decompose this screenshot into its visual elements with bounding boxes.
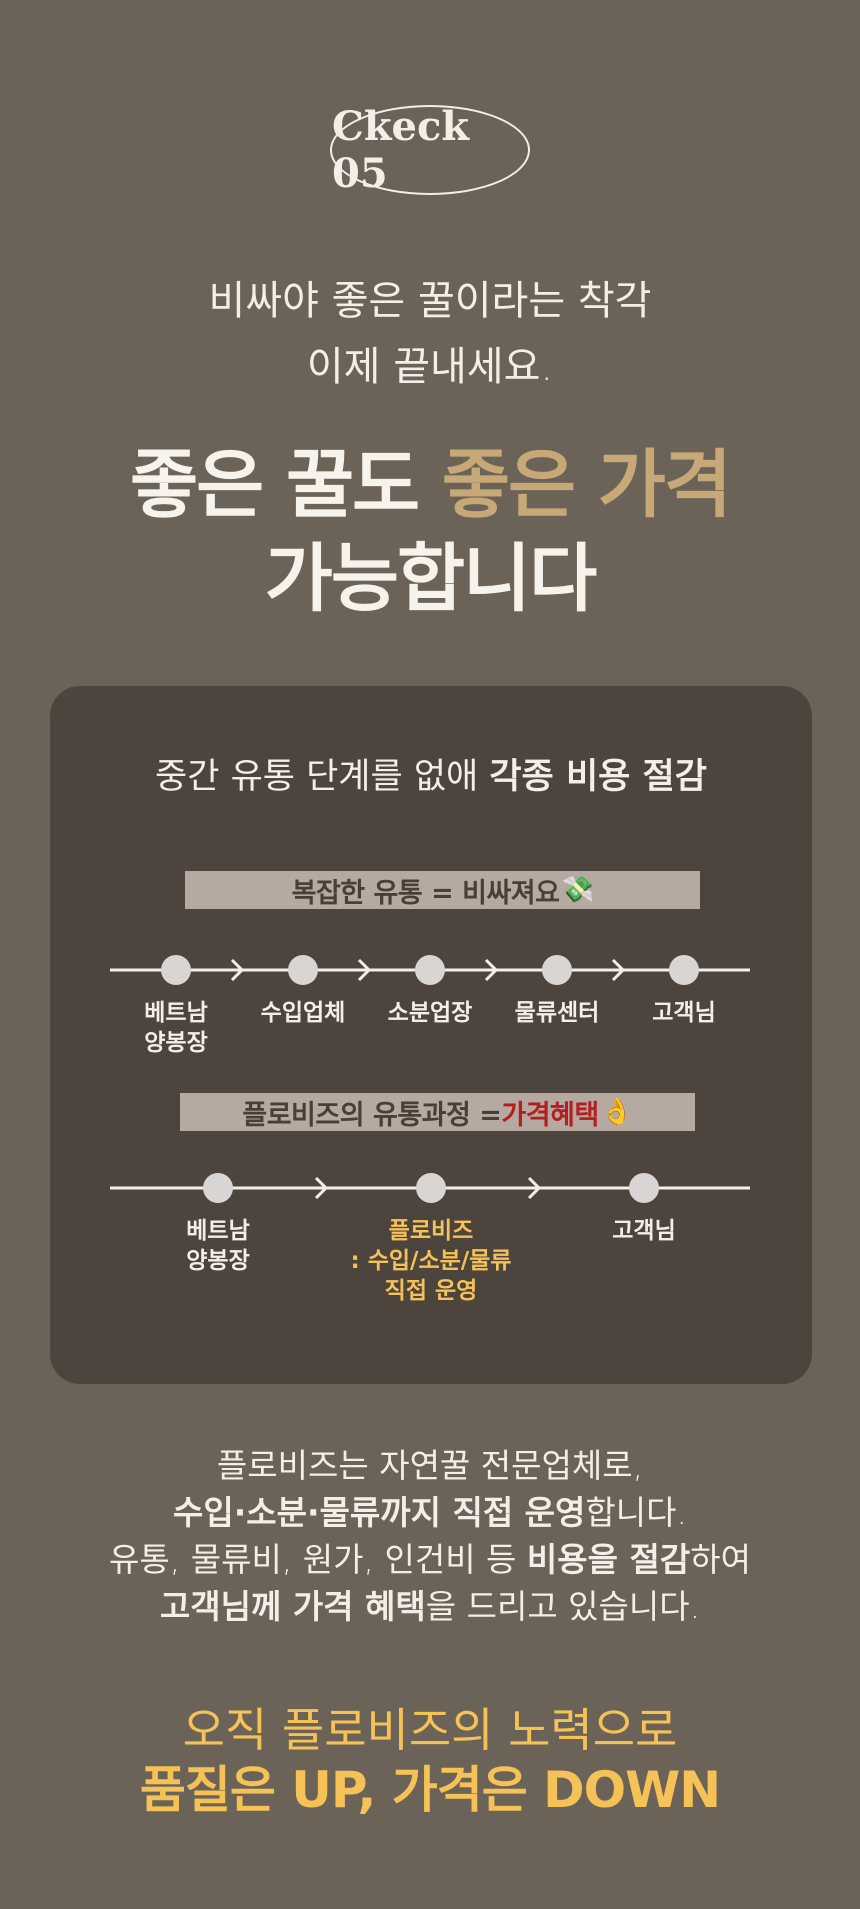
arrow-icon [527, 1176, 542, 1200]
outro-line-1: 플로비즈는 자연꿀 전문업체로, [216, 1446, 644, 1485]
headline-line-2: 가능합니다 [264, 536, 597, 622]
outro-line-2: 수입·소분·물류까지 직접 운영합니다. [173, 1493, 687, 1532]
complex-flow-label-text: 복잡한 유통 = 비싸져요 [291, 877, 560, 909]
headline: 좋은 꿀도 좋은 가격 가능합니다 [0, 438, 860, 626]
price-benefit-text: 가격혜택 [501, 1099, 599, 1131]
complex-node-1 [161, 955, 191, 985]
complex-node-3 [415, 955, 445, 985]
flow-diagram [110, 955, 750, 1203]
arrow-icon [357, 958, 372, 982]
intro-line-2: 이제 끝내세요. [306, 344, 554, 390]
headline-part-1: 좋은 꿀도 [130, 442, 442, 528]
outro-line-3: 유통, 물류비, 원가, 인건비 등 비용을 절감하여 [109, 1540, 751, 1579]
direct-flow-label-text: 플로비즈의 유통과정 = [242, 1099, 502, 1131]
complex-node-4 [542, 955, 572, 985]
outro-line-4: 고객님께 가격 혜택을 드리고 있습니다. [159, 1587, 701, 1626]
direct-node-2 [416, 1173, 446, 1203]
card-title: 중간 유통 단계를 없애 각종 비용 절감 [50, 748, 812, 799]
complex-node-label-3: 소분업장 [387, 1000, 473, 1026]
check-badge: Ckeck 05 [330, 103, 530, 197]
headline-gold-text: 좋은 가격 [441, 442, 732, 528]
complex-node-label-4: 물류센터 [514, 1000, 600, 1026]
arrow-icon [484, 958, 499, 982]
final-line-1: 오직 플로비즈의 노력으로 [182, 1703, 678, 1757]
arrow-icon [611, 958, 626, 982]
final-line-2: 품질은 UP, 가격은 DOWN [139, 1761, 721, 1819]
intro-text: 비싸야 좋은 꿀이라는 착각 이제 끝내세요. [0, 268, 860, 400]
direct-flow-label: 플로비즈의 유통과정 = 가격혜택👌 [180, 1093, 695, 1131]
complex-node-label-5: 고객님 [652, 1000, 716, 1026]
arrow-icon [230, 958, 245, 982]
complex-node-5 [669, 955, 699, 985]
distribution-card: 중간 유통 단계를 없애 각종 비용 절감 복잡한 유통 = 비싸져요💸 베트남… [50, 686, 812, 1384]
final-slogan: 오직 플로비즈의 노력으로 품질은 UP, 가격은 DOWN [0, 1700, 860, 1820]
intro-line-1: 비싸야 좋은 꿀이라는 착각 [208, 278, 652, 324]
complex-flow-label: 복잡한 유통 = 비싸져요💸 [185, 871, 700, 909]
complex-node-label-2: 수입업체 [260, 1000, 346, 1026]
money-icon: 💸 [561, 875, 594, 905]
direct-node-label-2: 플로비즈 : 수입/소분/물류 직접 운영 [350, 1218, 512, 1304]
direct-node-3 [629, 1173, 659, 1203]
ok-hand-icon: 👌 [600, 1097, 633, 1127]
direct-node-1 [203, 1173, 233, 1203]
arrow-icon [314, 1176, 329, 1200]
complex-node-label-1: 베트남 양봉장 [144, 1000, 208, 1056]
outro-text: 플로비즈는 자연꿀 전문업체로, 수입·소분·물류까지 직접 운영합니다. 유통… [0, 1442, 860, 1630]
card-title-bold: 각종 비용 절감 [489, 757, 707, 797]
direct-node-label-1: 베트남 양봉장 [186, 1218, 250, 1274]
direct-node-label-3: 고객님 [612, 1218, 676, 1244]
headline-line-1: 좋은 꿀도 좋은 가격 [0, 438, 860, 532]
complex-node-2 [288, 955, 318, 985]
card-title-normal: 중간 유통 단계를 없애 [155, 757, 490, 797]
